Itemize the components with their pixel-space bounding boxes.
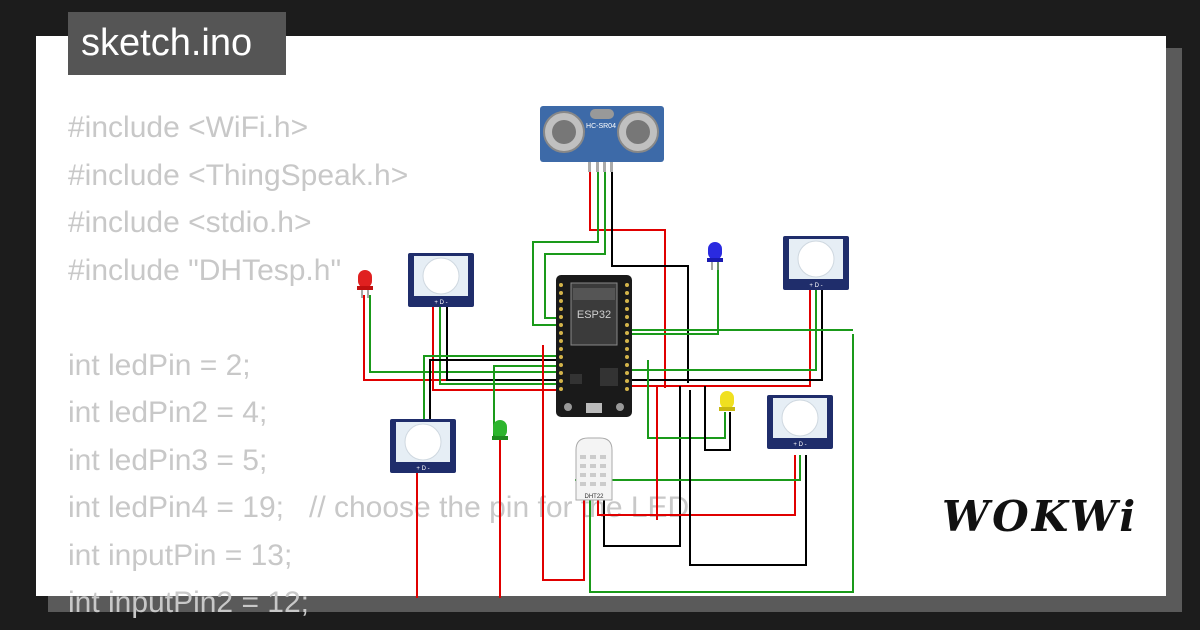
red-wire [363,295,557,381]
project-card: #include <WiFi.h> #include <ThingSpeak.h>… [36,36,1166,619]
black-wire [689,390,807,566]
code-line: int ledPin = 2; [68,348,251,382]
wokwi-logo: WOKWi [942,492,1139,541]
pir-pin-label: + D - [809,283,822,289]
pir-pin-label: + D - [434,300,447,306]
green-wire [439,306,557,385]
pir-sensor: + D - [767,395,833,449]
code-line: #include <ThingSpeak.h> [68,158,409,192]
pir-pin-label: + D - [416,466,429,472]
red-wire [632,290,811,387]
pir-pin-label: + D - [793,442,806,448]
red-wire [589,165,666,388]
red-wire [597,455,796,516]
circuit-diagram: ESP32 HC-SR04 [357,106,854,598]
red-wire [542,345,585,581]
yellow-led [719,391,735,411]
wires [363,165,854,598]
file-name-tab[interactable]: sketch.ino [68,12,286,75]
code-line: #include "DHTesp.h" [68,253,342,287]
black-wire [632,290,823,381]
green-wire [589,334,854,593]
red-wire [432,306,557,391]
green-wire [575,455,801,481]
black-wire [446,306,557,381]
pir-sensor: + D - [390,419,456,473]
esp32-board: ESP32 [556,275,632,417]
black-wire [611,165,689,383]
green-wire [544,165,606,319]
black-wire [704,386,731,451]
ultrasonic-sensor: HC-SR04 [540,106,664,172]
code-line: #include <WiFi.h> [68,111,309,144]
code-line: int ledPin3 = 5; [68,443,268,477]
board-label: ESP32 [577,309,611,321]
blue-led [707,242,723,270]
dht22-sensor: DHT22 [575,437,613,501]
green-wire [532,165,599,326]
blue-wire-led [632,262,719,335]
code-preview: #include <WiFi.h> #include <ThingSpeak.h>… [68,104,689,627]
red-led [357,270,373,298]
pir-sensor: + D - [783,236,849,290]
dht-label: DHT22 [584,494,604,500]
code-line: #include <stdio.h> [68,206,312,239]
green-led [492,420,508,440]
ultrasonic-label: HC-SR04 [586,123,616,130]
green-wire [632,290,817,371]
code-line: int ledPin2 = 4; [68,396,268,429]
pir-sensor: + D - [408,253,474,307]
code-line: int inputPin = 13; [68,538,293,572]
green-wire [493,365,557,440]
black-wire [603,386,681,547]
code-line: int inputPin2 = 12; [68,586,310,619]
green-wire [647,360,726,439]
